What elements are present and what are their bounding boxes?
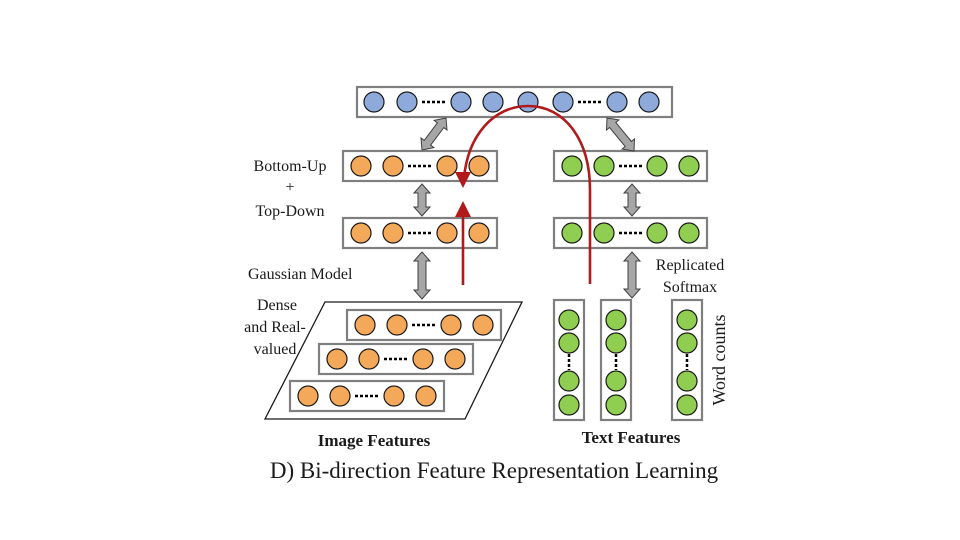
neuron-node (350, 222, 372, 244)
label-valued: valued (254, 341, 297, 358)
neuron-node (552, 91, 574, 113)
text-hidden-layer-2 (552, 149, 709, 183)
label-replicated: Replicated (656, 257, 724, 274)
label-word-counts: Word counts (709, 314, 729, 405)
neuron-node (444, 348, 466, 370)
neuron-node (558, 309, 580, 331)
neuron-node (646, 155, 668, 177)
neuron-node (440, 314, 462, 336)
neuron-node (593, 222, 615, 244)
neuron-node (482, 91, 504, 113)
network-layers (288, 85, 709, 422)
neuron-node (606, 91, 628, 113)
neuron-node (412, 348, 434, 370)
neuron-node (382, 222, 404, 244)
image-input-row-3 (288, 379, 446, 413)
neuron-node (436, 222, 458, 244)
neuron-node (354, 314, 376, 336)
gray-arrow-text-hidden (622, 183, 642, 217)
neuron-node (605, 309, 627, 331)
neuron-node (382, 155, 404, 177)
label-and-real: and Real- (244, 319, 306, 336)
label-softmax: Softmax (663, 279, 717, 296)
neuron-node (558, 394, 580, 416)
image-input-row-1 (345, 308, 503, 342)
neuron-node (326, 348, 348, 370)
diagram-title: D) Bi-direction Feature Representation L… (270, 458, 719, 483)
neuron-node (678, 222, 700, 244)
neuron-node (472, 314, 494, 336)
neuron-node (678, 155, 700, 177)
red-arrow-text-to-image (462, 104, 592, 284)
neuron-node (358, 348, 380, 370)
text-input-column-3 (670, 298, 704, 422)
neuron-node (297, 385, 319, 407)
neuron-node (363, 91, 385, 113)
gray-arrow-text-input (622, 251, 642, 299)
label-text-features: Text Features (582, 428, 681, 447)
neuron-node (396, 91, 418, 113)
neuron-node (468, 222, 490, 244)
gray-arrow-joint-image (420, 117, 448, 151)
neuron-node (676, 309, 698, 331)
red-arrowhead-up (455, 201, 471, 217)
label-dense: Dense (257, 297, 297, 314)
neuron-node (558, 370, 580, 392)
text-input-column-1 (552, 298, 586, 422)
neuron-node (605, 332, 627, 354)
neuron-node (676, 332, 698, 354)
neuron-node (386, 314, 408, 336)
neuron-node (415, 385, 437, 407)
label-bottom-up: Bottom-Up (254, 158, 327, 175)
image-hidden-layer-1 (341, 216, 499, 250)
neuron-node (561, 222, 583, 244)
neuron-node (646, 222, 668, 244)
neuron-node (558, 332, 580, 354)
joint-layer (355, 85, 674, 119)
text-input-column-2 (599, 298, 633, 422)
image-input-row-2 (317, 342, 475, 376)
image-hidden-layer-2 (341, 149, 499, 183)
neuron-node (638, 91, 660, 113)
red-arrows (455, 104, 592, 285)
neuron-node (436, 155, 458, 177)
label-image-features: Image Features (318, 431, 431, 450)
neuron-node (605, 394, 627, 416)
red-arrowhead-down (455, 172, 471, 188)
neuron-node (676, 394, 698, 416)
gray-arrow-image-input (412, 251, 432, 300)
neuron-node (329, 385, 351, 407)
neuron-node (676, 370, 698, 392)
gray-arrow-joint-text (605, 117, 636, 152)
neuron-node (593, 155, 615, 177)
neuron-node (605, 370, 627, 392)
label-plus: + (285, 179, 294, 196)
neuron-node (450, 91, 472, 113)
gray-arrow-image-hidden (412, 183, 432, 217)
neuron-node (517, 91, 539, 113)
label-top-down: Top-Down (255, 203, 324, 220)
neuron-node (350, 155, 372, 177)
image-feature-plane (263, 301, 524, 420)
neuron-node (383, 385, 405, 407)
label-gaussian-model: Gaussian Model (248, 266, 353, 283)
text-hidden-layer-1 (552, 216, 709, 250)
neuron-node (468, 155, 490, 177)
gray-arrows (412, 117, 642, 300)
neuron-node (561, 155, 583, 177)
